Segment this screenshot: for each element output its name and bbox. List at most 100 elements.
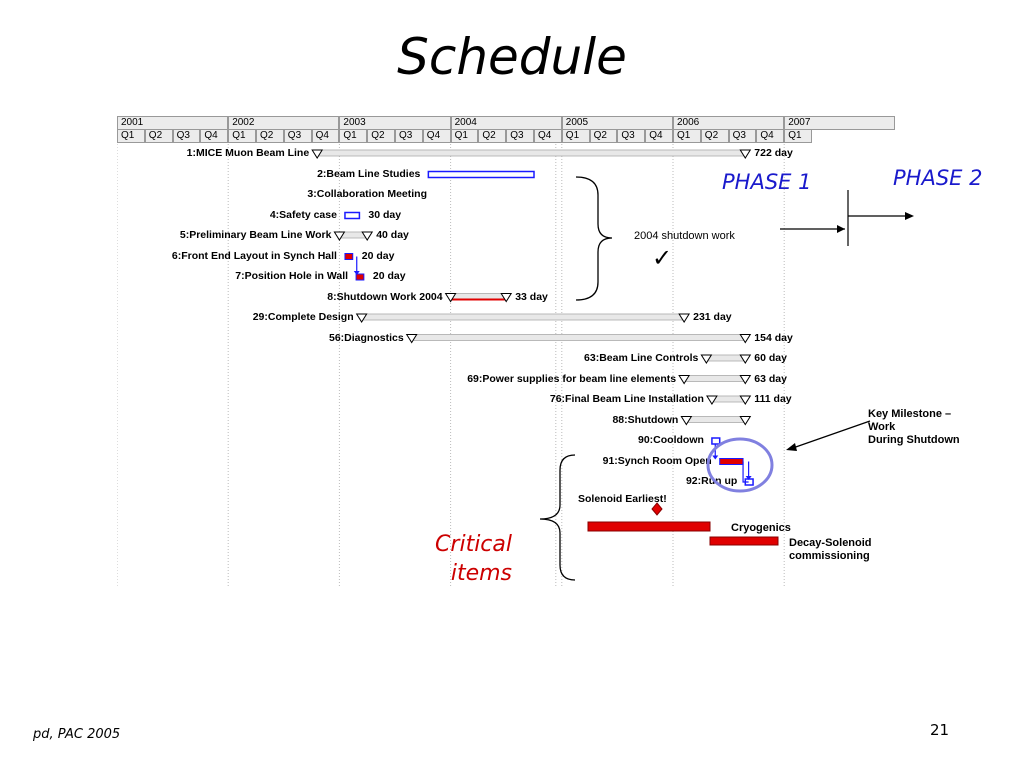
task-duration: 60 day [754, 352, 787, 364]
quarter-cell: Q1 [673, 129, 701, 143]
quarter-cell: Q2 [256, 129, 284, 143]
task-bar [711, 437, 721, 445]
quarter-cell: Q1 [561, 129, 590, 143]
task-label: 90:Cooldown [638, 434, 704, 446]
year-cell: 2004 [450, 116, 562, 130]
critical-line1: Critical [435, 532, 512, 557]
critical-task-bar [355, 273, 365, 281]
slide-title: Schedule [397, 28, 627, 86]
year-cell: 2003 [339, 116, 451, 130]
task-duration: 154 day [754, 331, 793, 344]
footer-author: pd, PAC 2005 [33, 727, 121, 742]
critical-items-label: Critical items [420, 530, 512, 588]
phase2-arrow-head [905, 212, 914, 220]
start-marker [700, 354, 713, 364]
quarter-cell: Q3 [172, 129, 201, 143]
quarter-cell: Q4 [422, 129, 451, 143]
task-label: 8:Shutdown Work 2004 [327, 290, 443, 303]
critical-task-bar [344, 253, 354, 260]
quarter-cell: Q3 [617, 129, 646, 143]
start-marker [706, 395, 718, 405]
phase1-arrow-head [837, 225, 845, 233]
task-label: 6:Front End Layout in Synch Hall [171, 249, 337, 262]
quarter-cell: Q1 [339, 129, 368, 143]
decay-solenoid-note: Decay-Solenoid commissioning [789, 537, 872, 563]
decay-solenoid-line1: Decay-Solenoid [789, 537, 872, 549]
start-marker [311, 149, 324, 159]
key-milestone-note: Key Milestone – Work During Shutdown [868, 408, 960, 447]
task-duration: 33 day [515, 290, 548, 303]
summary-bar [683, 375, 746, 382]
end-marker [739, 149, 752, 159]
summary-bar [411, 334, 746, 341]
quarter-cell: Q1 [117, 129, 145, 143]
key-milestone-line3: During Shutdown [868, 434, 960, 446]
dependency-arrowhead [712, 455, 719, 460]
task-label: 91:Synch Room Open [602, 454, 712, 467]
year-cell: 2002 [228, 116, 340, 130]
year-cell: 2001 [117, 116, 229, 130]
end-marker [739, 354, 752, 364]
task-label: 4:Safety case [269, 208, 337, 221]
quarter-cell: Q4 [534, 129, 562, 143]
page-number: 21 [930, 721, 950, 739]
task-duration: 63 day [754, 372, 787, 385]
end-marker [739, 334, 752, 344]
quarter-cell: Q4 [311, 129, 340, 143]
quarter-cell: Q3 [506, 129, 534, 143]
key-milestone-line1: Key Milestone – [868, 408, 952, 420]
task-bar [344, 211, 361, 220]
quarter-cell: Q4 [200, 129, 229, 143]
end-marker [678, 313, 691, 323]
end-marker [361, 231, 374, 241]
task-label: 29:Complete Design [252, 311, 354, 323]
quarter-cell: Q2 [700, 129, 729, 143]
quarter-cell: Q2 [367, 129, 395, 143]
quarter-cell: Q3 [395, 129, 423, 143]
quarter-cell: Q1 [228, 129, 256, 143]
start-marker [444, 293, 457, 303]
decay-solenoid-line2: commissioning [789, 550, 870, 562]
task-label: 92:Run up [685, 475, 738, 487]
task-label: 56:Diagnostics [328, 331, 404, 344]
task-duration: 20 day [361, 249, 395, 262]
start-marker [355, 313, 368, 323]
task-label: 2:Beam Line Studies [317, 167, 421, 180]
end-marker [739, 395, 752, 405]
dependency-arrowhead [353, 271, 360, 275]
task-duration: 231 day [693, 311, 732, 323]
task-label: 5:Preliminary Beam Line Work [179, 229, 332, 241]
quarter-cell: Q2 [478, 129, 507, 143]
end-marker [500, 293, 513, 303]
task-duration: 40 day [376, 229, 409, 241]
checkmark-icon: ✓ [652, 244, 673, 272]
task-label: 76:Final Beam Line Installation [549, 393, 704, 405]
start-marker [405, 334, 418, 344]
task-label: 7:Position Hole in Wall [235, 270, 349, 282]
task-label: 3:Collaboration Meeting [307, 188, 427, 200]
quarter-cell: Q4 [645, 129, 673, 143]
quarter-cell: Q1 [784, 129, 812, 143]
task-label: 69:Power supplies for beam line elements [467, 372, 677, 385]
gantt-grid [117, 144, 785, 588]
start-marker [680, 416, 693, 426]
start-marker [678, 375, 691, 385]
summary-bar [685, 416, 746, 423]
task-duration: 111 day [754, 393, 792, 405]
solenoid-label: Solenoid Earliest! [578, 493, 667, 505]
critical-task-bar [719, 458, 744, 465]
critical-line2: items [450, 561, 512, 586]
quarter-cell: Q3 [728, 129, 757, 143]
end-marker [739, 416, 752, 426]
year-cell: 2005 [561, 116, 673, 130]
summary-bar [316, 149, 746, 157]
shutdown-work-label: 2004 shutdown work [634, 230, 735, 242]
quarter-cell: Q2 [589, 129, 618, 143]
summary-bar [705, 354, 746, 362]
task-label: 88:Shutdown [612, 413, 679, 426]
cryogenics-label: Cryogenics [731, 522, 791, 534]
start-marker [333, 231, 346, 241]
task-duration: 30 day [368, 208, 402, 221]
year-cell: 2007 [784, 116, 896, 130]
